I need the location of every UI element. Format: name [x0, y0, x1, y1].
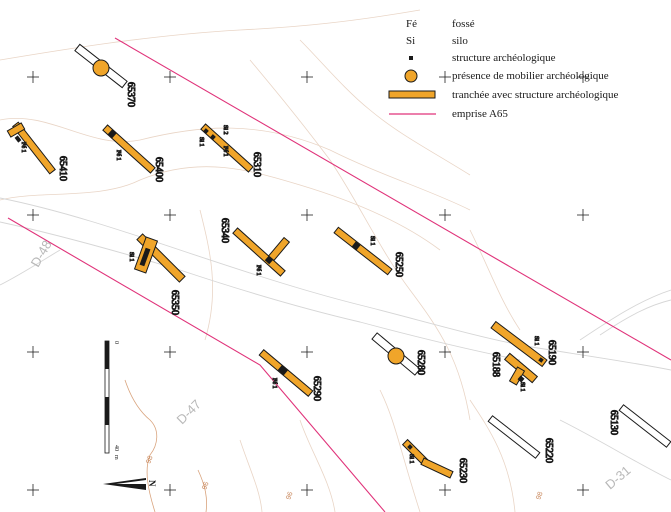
trench-number: 65370	[125, 82, 136, 107]
trench-number: 65230	[457, 458, 468, 483]
scale-start: 0	[113, 341, 119, 344]
roads	[0, 197, 671, 481]
scale-unit: m	[113, 455, 119, 460]
trench-number: 65188	[490, 352, 501, 377]
contour-label: 98	[535, 491, 544, 501]
legend-label-silo: silo	[452, 35, 468, 47]
contour-label: 96	[285, 491, 294, 501]
trench-65220: 65220	[487, 415, 555, 464]
trench-tag: Si 2	[222, 125, 228, 135]
trench-number: 65220	[543, 438, 554, 463]
trench-tag: Si 1	[198, 137, 204, 147]
road-label-d31: D-31	[602, 463, 633, 493]
trench-65280: 65280	[371, 332, 427, 376]
trench-tag: Si 1	[533, 336, 539, 346]
legend-label-structure: structure archéologique	[452, 52, 556, 64]
north-label: N	[147, 480, 157, 487]
legend-label-fosse: fossé	[452, 18, 475, 30]
trench-65400: Fé 1 65400	[102, 124, 165, 183]
emprise-a65-boundary	[7, 37, 671, 512]
legend-label-mobilier: présence de mobilier archéologique	[452, 70, 609, 82]
legend-label-emprise: emprise A65	[452, 108, 508, 120]
trench-number: 65310	[251, 152, 262, 177]
trench-65188: Si 1 65188	[490, 352, 539, 392]
trench-65370: 65370	[74, 43, 137, 108]
legend-symbol-si: Si	[406, 35, 415, 47]
trench-65250: Si 1 65250	[333, 226, 405, 278]
legend-symbol-fe: Fé	[406, 18, 417, 30]
trench-number: 65410	[57, 156, 68, 181]
trench-number: 65190	[546, 340, 557, 365]
trench-tag: Fé 1	[115, 150, 121, 161]
contour-label: 96	[201, 481, 210, 491]
trench-tag: Fé 1	[20, 142, 26, 153]
mobilier-marker	[92, 59, 110, 77]
trench-65410: Fé 1 65410	[6, 121, 69, 182]
trench-65190: Si 1 65190	[490, 320, 558, 368]
trench-65130: 65130	[608, 404, 671, 448]
trench-number: 65280	[415, 350, 426, 375]
trench-65350: Si 1 65350	[128, 233, 186, 316]
trench-tag: Si 1	[519, 382, 525, 392]
contour-label: 98	[145, 455, 154, 465]
structure-icon	[409, 56, 413, 60]
trench-number: 65400	[153, 157, 164, 182]
trench-icon	[388, 90, 436, 99]
scale-end: 40	[113, 445, 119, 451]
road-label-d47: D-47	[174, 397, 205, 428]
trench-tag: Fé 1	[222, 146, 228, 157]
trench-tag: Fé 1	[271, 378, 277, 389]
trench-number: 65290	[311, 376, 322, 401]
mobilier-marker	[387, 347, 405, 365]
trench-tag: Si 1	[128, 252, 134, 262]
trench-number: 65340	[219, 218, 230, 243]
legend: Fé fossé Si silo structure archéologique…	[388, 18, 619, 120]
trench-65230: Si 1 65230	[401, 438, 469, 484]
trench-number: 65250	[393, 252, 404, 277]
trench-65310: Si 2 Fé 1 Si 1 65310	[198, 123, 263, 178]
north-arrow-icon: N	[103, 478, 157, 490]
trench-65340: Fé 1 65340	[219, 218, 291, 277]
trench-tag: Fé 1	[255, 265, 261, 276]
trench-tag: Si 1	[408, 454, 414, 464]
contour-lines-dark	[124, 379, 207, 512]
trench-number: 65350	[169, 290, 180, 315]
mobilier-icon	[404, 69, 418, 83]
grid-crosses	[27, 71, 589, 496]
trench-tag: Si 1	[369, 236, 375, 246]
trenches: 65370 Fé 1 65410 Fé 1 65400 Si 2 Fé 1 Si…	[6, 43, 671, 484]
scale-bar: 0 40 m	[104, 340, 119, 460]
legend-label-tranchee: tranchée avec structure archéologique	[452, 89, 619, 101]
trench-number: 65130	[608, 410, 619, 435]
trench-65290: Fé 1 65290	[258, 349, 323, 402]
contour-lines	[0, 9, 521, 512]
